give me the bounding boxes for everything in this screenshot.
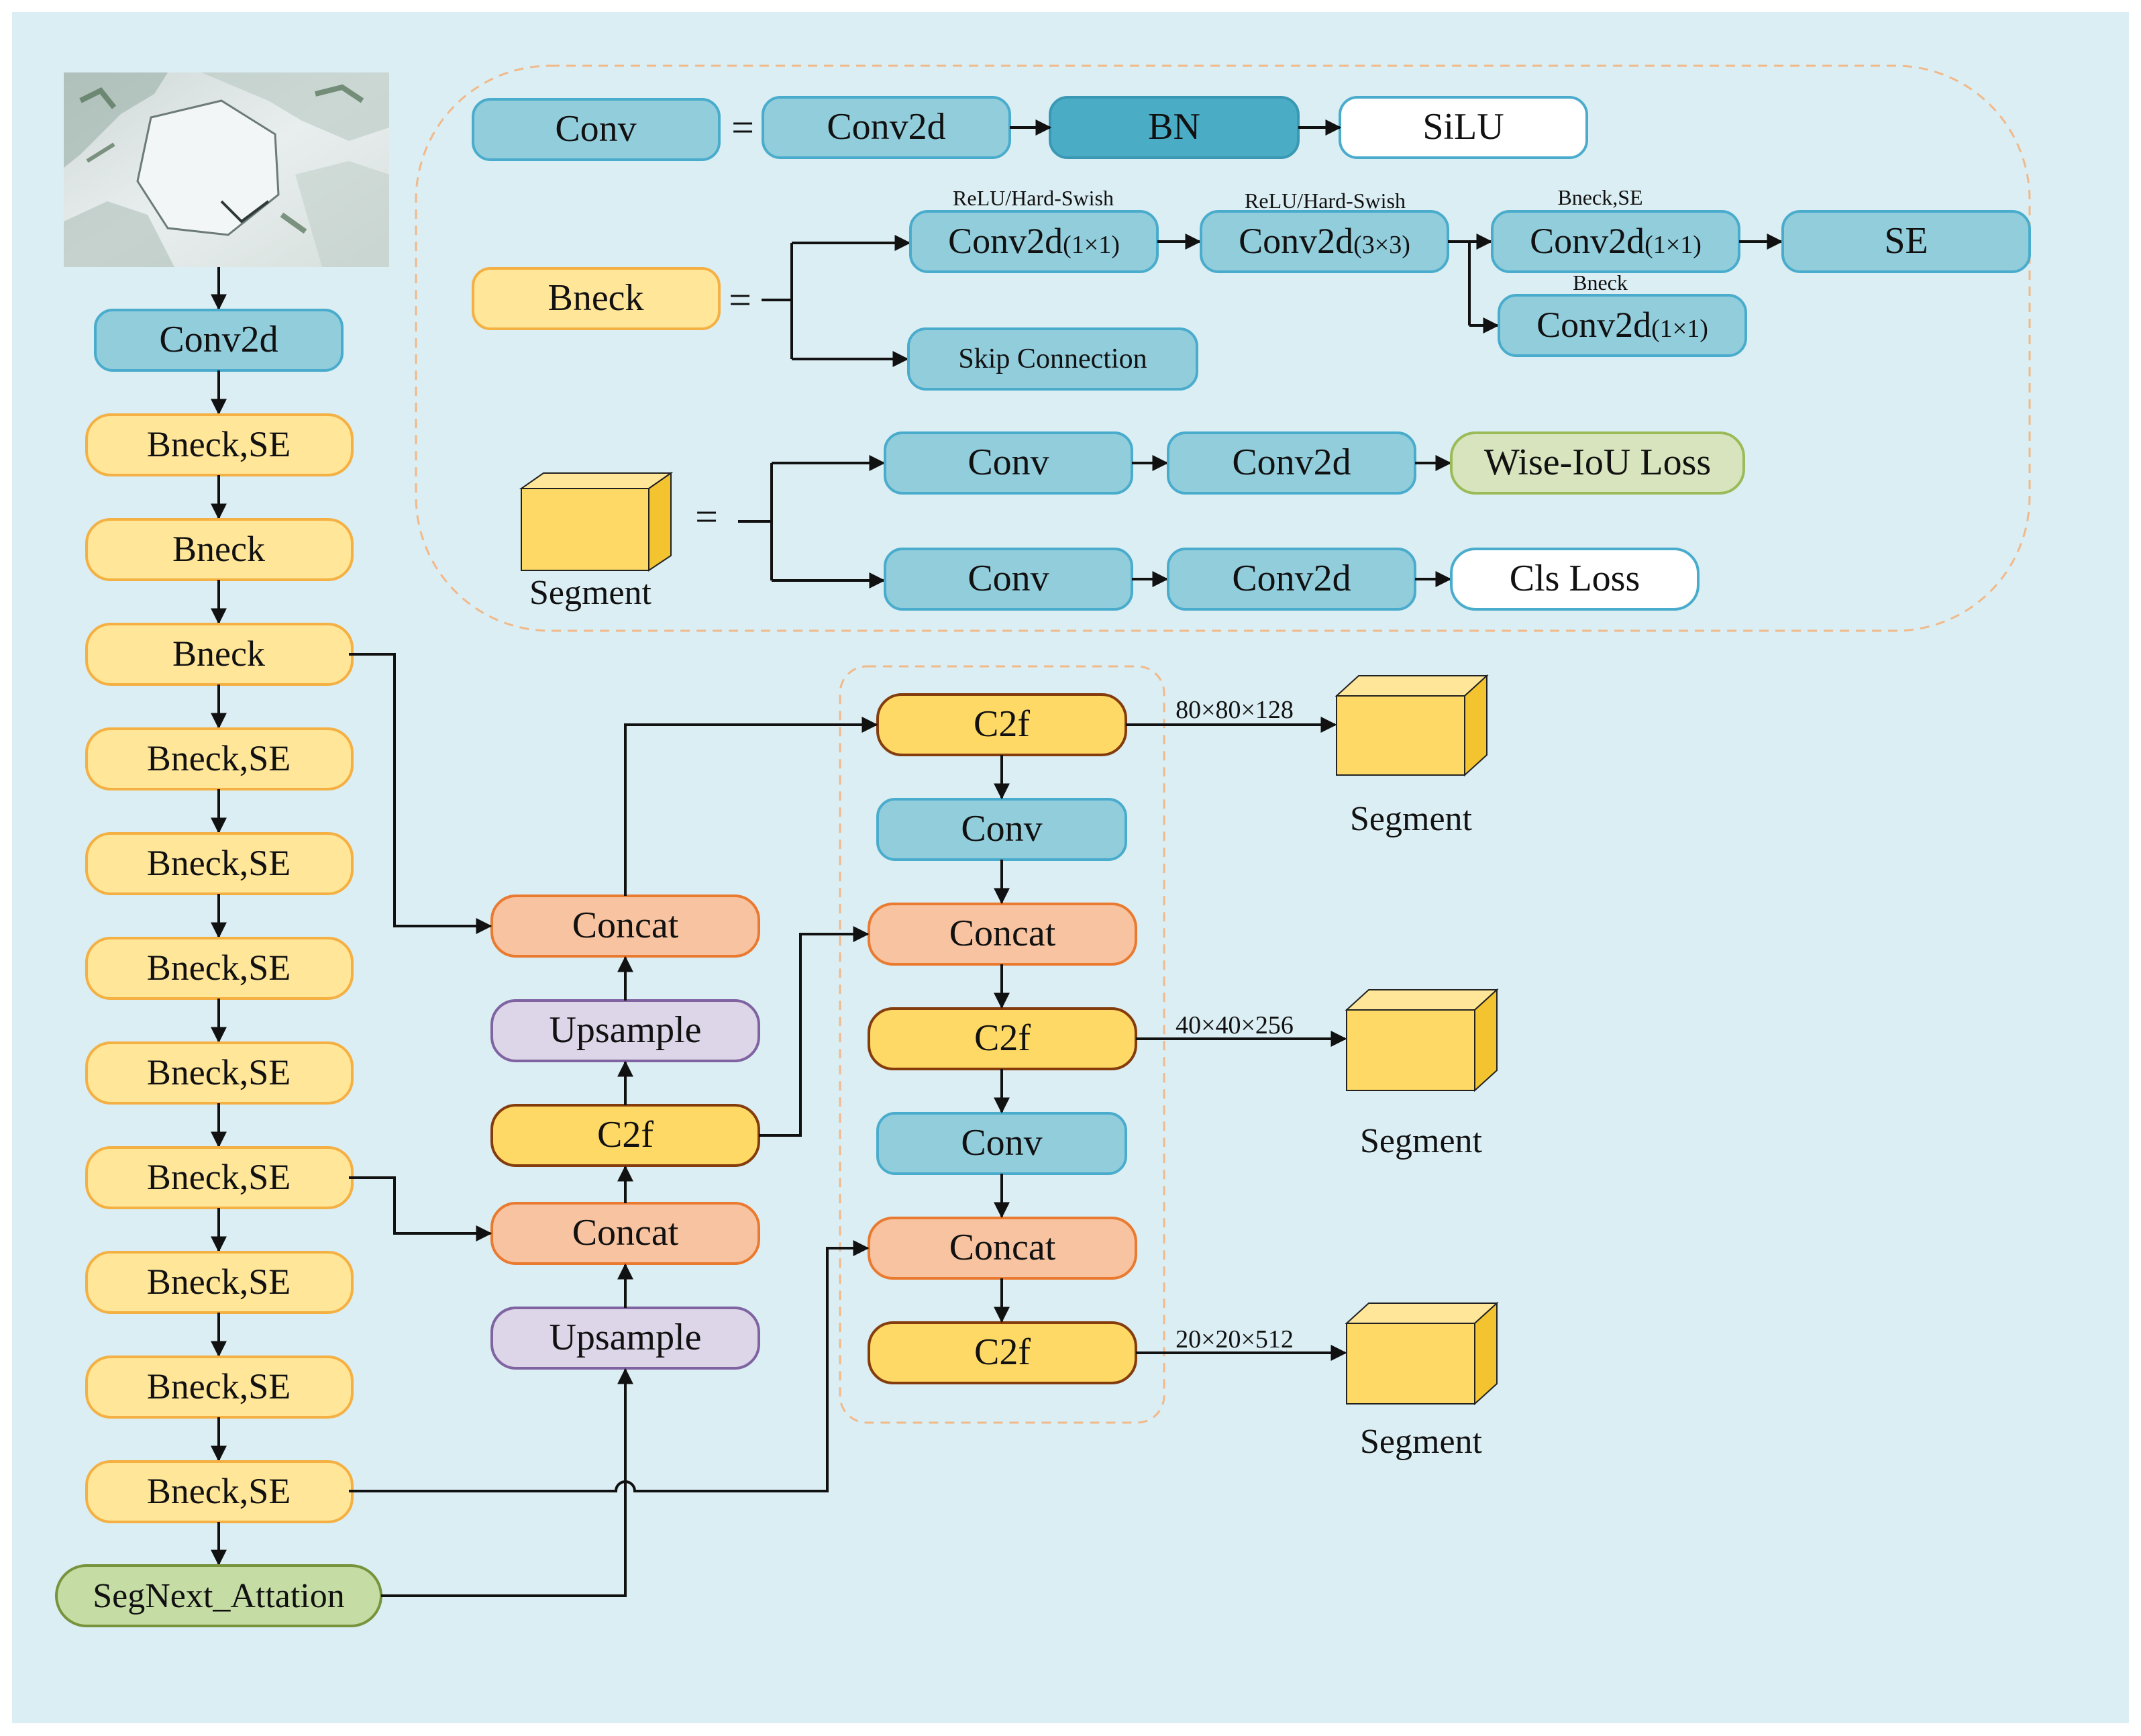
head-c2f-3-label: C2f: [974, 1331, 1031, 1373]
legend-segment-row: Segment = Conv Conv2d Wise-IoU Loss Conv…: [519, 431, 1745, 612]
legend-conv2d-label: Conv2d: [827, 106, 945, 148]
backbone-attention: SegNext_Attation: [55, 1564, 382, 1627]
legend-segment-label: Segment: [529, 574, 652, 612]
legend-bneck-conv-d-label: Conv2d(1×1): [1536, 305, 1708, 345]
backbone-block-label: Bneck,SE: [147, 1262, 291, 1302]
legend-conv-box: [472, 98, 721, 161]
connections: [349, 653, 1347, 1597]
output-2: 40×40×256 Segment: [1176, 988, 1499, 1160]
connection-concat-top-to-c2f-1: [624, 717, 878, 896]
legend-wise-iou-label: Wise-IoU Loss: [1484, 442, 1711, 483]
legend-bneck-row: Bneck = ReLU/Hard-Swish Conv2d(1×1) ReLU…: [472, 185, 2031, 391]
legend-bneck-conv-b-note: ReLU/Hard-Swish: [1245, 189, 1406, 213]
legend-bneck-conv-d-note: Bneck: [1573, 270, 1628, 295]
connection-bneck-to-concat-top: [349, 653, 492, 934]
output-1-dim: 80×80×128: [1176, 696, 1294, 724]
legend-segment-equals: =: [695, 495, 718, 539]
connection-bneck-to-concat-bottom: [349, 1176, 492, 1241]
head-concat-2-label: Concat: [949, 1227, 1056, 1268]
legend-seg-conv-2-label: Conv: [968, 558, 1049, 599]
legend-bneck-conv-c-note: Bneck,SE: [1557, 185, 1642, 209]
head-concat-1-label: Concat: [949, 913, 1056, 954]
legend-cls-loss-box: [1450, 548, 1700, 611]
legend-bneck-conv-b-label: Conv2d(3×3): [1239, 221, 1410, 261]
head-c2f-2-label: C2f: [974, 1017, 1031, 1059]
legend-wise-iou-box: [1450, 431, 1745, 495]
legend-skip-label: Skip Connection: [958, 344, 1147, 374]
connection-attention-to-upsample: [381, 1368, 633, 1597]
head-c2f-1-label: C2f: [974, 703, 1030, 745]
backbone-block-label: Bneck,SE: [147, 1052, 291, 1092]
output-1: 80×80×128 Segment: [1176, 674, 1489, 838]
neck: Concat Upsample C2f Concat Upsample: [490, 895, 760, 1370]
backbone-conv2d-label: Conv2d: [159, 319, 278, 360]
neck-upsample-top-label: Upsample: [549, 1009, 701, 1051]
output-2-dim: 40×40×256: [1176, 1011, 1294, 1039]
head: C2f Conv Concat C2f Conv Concat C2f: [868, 693, 1137, 1384]
legend-cls-loss-label: Cls Loss: [1510, 558, 1640, 599]
head-conv-1-label: Conv: [961, 808, 1042, 850]
segment-cube: [1335, 674, 1489, 777]
legend-seg-conv-1-label: Conv: [968, 442, 1049, 483]
backbone-block-label: Bneck,SE: [147, 1366, 291, 1407]
legend-seg-conv2d-1-label: Conv2d: [1232, 442, 1351, 483]
diagram-background: [12, 12, 2129, 1723]
legend-se-label: SE: [1884, 220, 1928, 262]
input-image: [64, 72, 389, 267]
legend-conv-row: Conv = Conv2d BN SiLU: [472, 96, 1588, 161]
backbone: Conv2d: [94, 309, 344, 372]
legend-bneck-label: Bneck: [547, 277, 643, 319]
segment-cube: [1345, 988, 1499, 1092]
head-panel: [839, 665, 1165, 1424]
legend-silu-label: SiLU: [1422, 106, 1504, 148]
legend-skip-box: [907, 327, 1198, 391]
head-conv-2-label: Conv: [961, 1122, 1042, 1164]
segment-cube: [1345, 1301, 1499, 1406]
legend-bneck-equals: =: [729, 278, 751, 322]
backbone-blocks: Bneck,SEBneckBneckBneck,SEBneck,SEBneck,…: [85, 370, 354, 1566]
backbone-block-label: Bneck: [172, 633, 265, 674]
neck-c2f-label: C2f: [597, 1114, 654, 1156]
legend-conv-label: Conv: [555, 108, 636, 150]
legend-bneck-conv-a-label: Conv2d(1×1): [948, 221, 1120, 261]
attention-label: SegNext_Attation: [93, 1577, 345, 1615]
legend-se-box: [1781, 210, 2031, 273]
legend-bneck-conv-a-note: ReLU/Hard-Swish: [953, 186, 1114, 210]
connection-c2f-to-concat-1: [759, 926, 870, 1137]
neck-upsample-bottom-label: Upsample: [549, 1317, 701, 1358]
output-3-dim: 20×20×512: [1176, 1325, 1294, 1354]
output-1-label: Segment: [1350, 800, 1473, 838]
legend-bneck-box: [472, 267, 721, 330]
legend-bneck-conv-d-box: [1498, 294, 1747, 357]
backbone-block-label: Bneck: [172, 529, 265, 569]
legend-seg-conv2d-2-label: Conv2d: [1232, 558, 1351, 599]
legend-bn-label: BN: [1148, 106, 1200, 148]
connector: [1448, 240, 1471, 325]
output-2-label: Segment: [1360, 1122, 1483, 1160]
backbone-block-label: Bneck,SE: [147, 1471, 291, 1511]
backbone-block-label: Bneck,SE: [147, 424, 291, 464]
backbone-block-label: Bneck,SE: [147, 843, 291, 883]
legend-segment-cube: [519, 472, 674, 572]
connector: [738, 463, 773, 580]
backbone-block-label: Bneck,SE: [147, 1157, 291, 1197]
output-3-label: Segment: [1360, 1423, 1483, 1461]
connection-bneck-to-concat-2: [349, 1240, 870, 1492]
backbone-block-label: Bneck,SE: [147, 948, 291, 988]
neck-concat-top-label: Concat: [572, 905, 679, 946]
legend-bneck-conv-c-label: Conv2d(1×1): [1530, 221, 1702, 261]
output-3: 20×20×512 Segment: [1176, 1301, 1499, 1461]
legend-conv-equals: =: [731, 105, 754, 150]
backbone-block-label: Bneck,SE: [147, 738, 291, 778]
neck-concat-bottom-label: Concat: [572, 1212, 679, 1254]
